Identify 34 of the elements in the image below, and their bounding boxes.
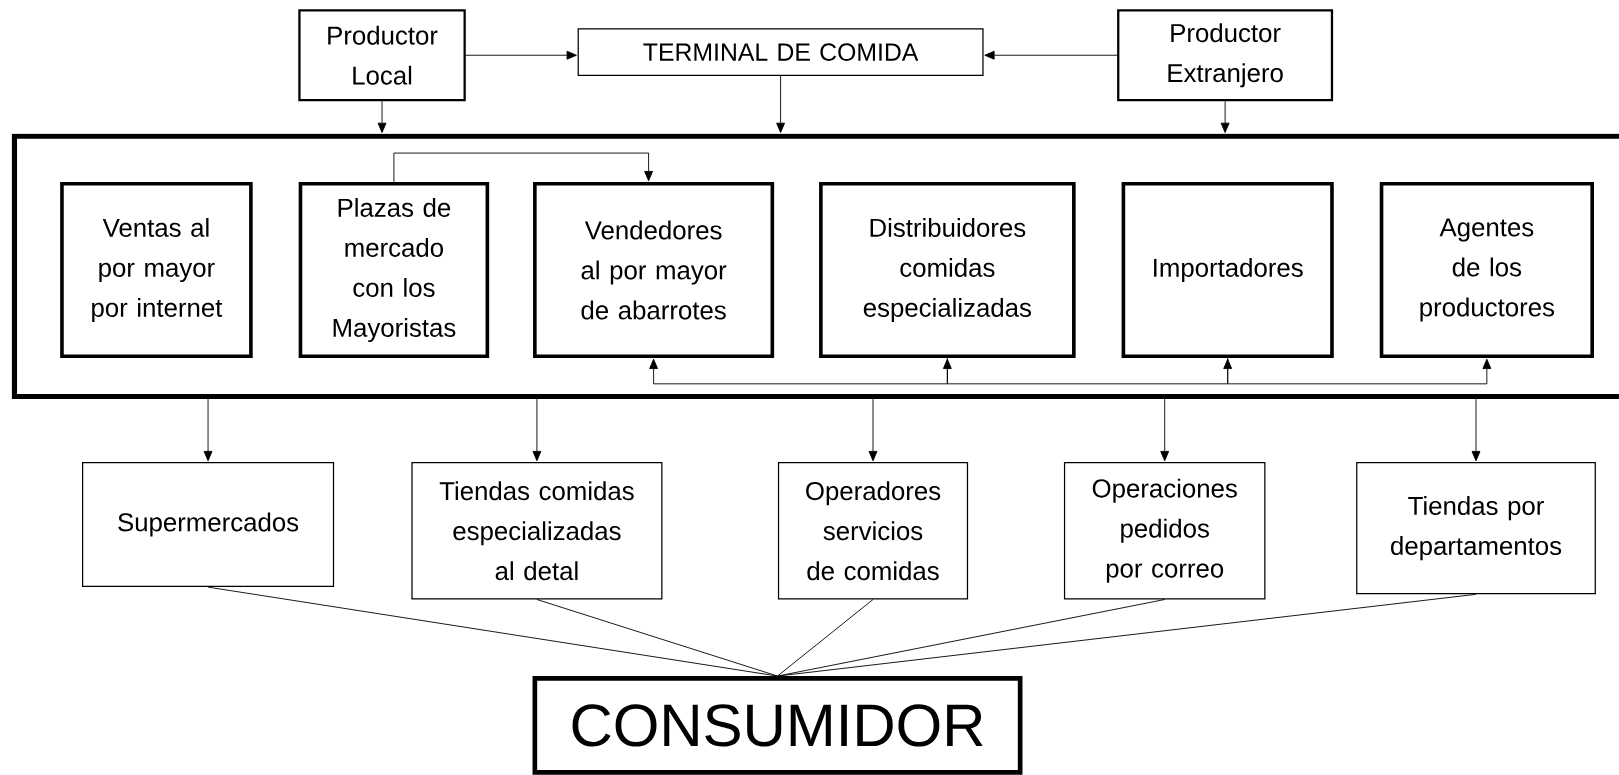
connector-line	[207, 586, 778, 677]
arrow	[984, 50, 1118, 60]
connector-line	[777, 598, 874, 677]
arrow	[393, 152, 653, 183]
channel-box: Importadores	[1121, 181, 1334, 358]
consumer-box: CONSUMIDOR	[532, 675, 1023, 775]
connector-line	[777, 593, 1477, 677]
channel-box: Vendedores al por mayor de abarrotes	[533, 181, 775, 358]
retail-box: Supermercados	[82, 461, 335, 587]
retail-box: Operaciones pedidos por correo	[1063, 461, 1266, 600]
arrow	[377, 100, 387, 133]
retail-box: Tiendas comidas especializadas al detal	[411, 461, 663, 600]
retail-box: Tiendas por departamentos	[1356, 461, 1596, 595]
arrow	[465, 50, 577, 60]
terminal-box: TERMINAL DE COMIDA	[577, 28, 984, 76]
channel-box: Distribuidores comidas especializadas	[819, 181, 1076, 358]
channel-box: Plazas de mercado con los Mayoristas	[298, 181, 490, 358]
arrow	[532, 398, 542, 461]
arrow	[1471, 398, 1481, 461]
arrow	[1227, 357, 1492, 385]
source-box: Productor Extranjero	[1117, 9, 1334, 102]
connector-line	[536, 598, 778, 677]
arrow	[776, 75, 785, 133]
arrow	[1220, 100, 1230, 133]
channel-frame	[11, 133, 1619, 399]
retail-box: Operadores servicios de comidas	[777, 461, 969, 600]
arrow	[946, 357, 1233, 385]
arrow	[868, 398, 878, 461]
source-box: Productor Local	[298, 9, 466, 102]
arrow	[649, 358, 952, 385]
arrow	[203, 398, 213, 461]
channel-box: Agentes de los productores	[1379, 181, 1594, 358]
channel-box: Ventas al por mayor por internet	[60, 181, 253, 358]
arrow	[1160, 398, 1170, 461]
